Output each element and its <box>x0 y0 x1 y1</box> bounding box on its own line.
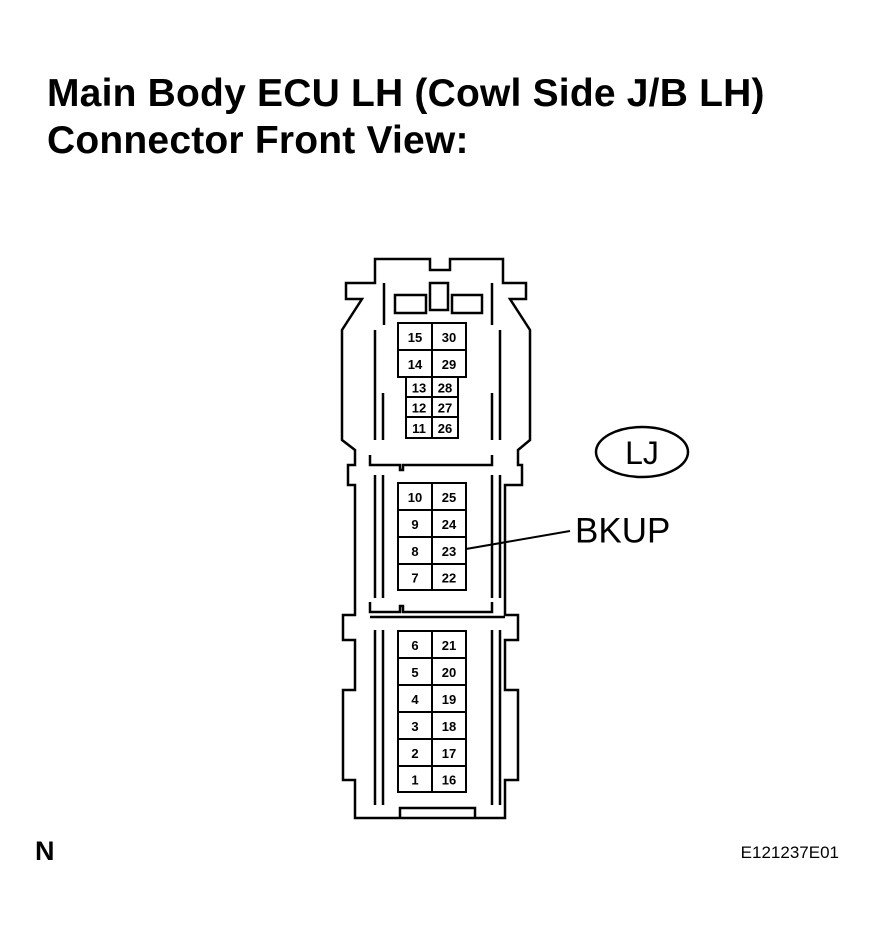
terminal-number-30: 30 <box>442 330 456 345</box>
terminal-number-29: 29 <box>442 357 456 372</box>
title-line-1: Main Body ECU LH (Cowl Side J/B LH) <box>47 72 765 115</box>
terminal-number-11: 11 <box>412 421 426 436</box>
terminal-number-27: 27 <box>438 401 452 416</box>
terminal-cell-26 <box>431 416 459 439</box>
terminal-number-1: 1 <box>411 773 418 788</box>
bottom-notch <box>398 806 477 818</box>
terminal-number-21: 21 <box>442 638 456 653</box>
terminal-number-7: 7 <box>411 571 418 586</box>
side-rail-left-upper <box>373 330 385 440</box>
terminal-label-bkup: BKUP <box>575 512 670 551</box>
side-rail-right-upper <box>490 330 502 440</box>
side-rail-right-lower <box>490 630 502 805</box>
connector-code-ellipse <box>594 425 690 479</box>
section-divider-lower <box>368 602 505 619</box>
terminal-number-5: 5 <box>411 665 418 680</box>
terminal-number-20: 20 <box>442 665 456 680</box>
terminal-number-6: 6 <box>411 638 418 653</box>
terminal-number-22: 22 <box>442 571 456 586</box>
section-divider-upper <box>368 455 494 472</box>
terminal-number-17: 17 <box>442 746 456 761</box>
terminal-number-12: 12 <box>412 401 426 416</box>
terminal-number-8: 8 <box>411 544 418 559</box>
terminal-number-23: 23 <box>442 544 456 559</box>
terminal-number-24: 24 <box>442 517 457 532</box>
terminal-number-19: 19 <box>442 692 456 707</box>
side-rail-left-middle <box>373 475 385 598</box>
terminal-number-16: 16 <box>442 773 456 788</box>
terminal-number-10: 10 <box>408 490 422 505</box>
terminal-number-26: 26 <box>438 421 452 436</box>
terminal-number-14: 14 <box>408 357 423 372</box>
terminal-number-18: 18 <box>442 719 456 734</box>
terminal-number-2: 2 <box>411 746 418 761</box>
top-latch-detail <box>382 281 494 325</box>
terminal-number-3: 3 <box>411 719 418 734</box>
connector-housing-outline <box>340 257 532 820</box>
terminal-number-28: 28 <box>438 381 452 396</box>
diagram-title: Main Body ECU LH (Cowl Side J/B LH) Conn… <box>47 70 765 164</box>
terminal-number-13: 13 <box>412 381 426 396</box>
side-rail-left-lower <box>373 630 385 805</box>
connector-code: LJ <box>625 435 659 471</box>
terminal-number-25: 25 <box>442 490 456 505</box>
terminal-number-9: 9 <box>411 517 418 532</box>
terminal-cell-16 <box>431 765 467 793</box>
note-marker: N <box>35 836 55 866</box>
title-line-2: Connector Front View: <box>47 119 469 162</box>
bkup-leader-line <box>465 530 571 550</box>
figure-code: E121237E01 <box>740 843 839 862</box>
terminal-number-4: 4 <box>411 692 419 707</box>
terminal-cell-22 <box>431 563 467 591</box>
side-rail-right-middle <box>490 475 502 598</box>
terminal-number-15: 15 <box>408 330 422 345</box>
